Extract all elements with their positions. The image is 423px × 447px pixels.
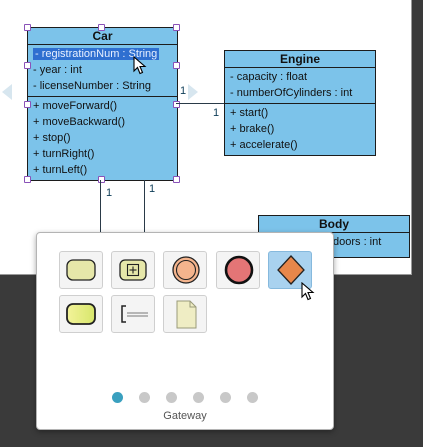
palette-end-event-tile[interactable] (216, 251, 260, 289)
car-attr-row[interactable]: - licenseNumber : String (33, 80, 151, 92)
association-line[interactable] (176, 103, 224, 104)
mouse-cursor-icon (133, 56, 147, 75)
gateway-icon (277, 255, 305, 285)
mouse-cursor-icon (301, 282, 315, 301)
body-attributes: doors : int (259, 233, 409, 252)
palette-intermediate-event-tile[interactable] (163, 251, 207, 289)
resize-handle[interactable] (98, 176, 105, 183)
data-object-icon (176, 300, 197, 329)
association-line[interactable] (144, 180, 145, 234)
intermediate-event-icon (172, 256, 200, 284)
resize-handle[interactable] (173, 101, 180, 108)
association-line[interactable] (100, 180, 101, 234)
car-class[interactable]: Car - registrationNum : String - year : … (27, 27, 178, 181)
palette-page-dot[interactable] (247, 392, 258, 403)
engine-operations: + start() + brake() + accelerate() (225, 104, 375, 155)
palette-data-object-tile[interactable] (163, 295, 207, 333)
palette-subprocess-tile[interactable] (111, 251, 155, 289)
highlighted-task-icon (66, 303, 96, 325)
engine-attributes: - capacity : float - numberOfCylinders :… (225, 68, 375, 104)
body-class-title: Body (259, 216, 409, 233)
multiplicity-label: 1 (213, 107, 220, 119)
car-op-row[interactable]: + stop() (33, 132, 71, 144)
car-op-row[interactable]: + moveBackward() (33, 116, 126, 128)
multiplicity-label: 1 (180, 85, 187, 97)
car-attributes: - registrationNum : String - year : int … (28, 45, 177, 97)
engine-op-row[interactable]: + accelerate() (230, 139, 298, 151)
multiplicity-label: 1 (149, 183, 156, 195)
resize-handle[interactable] (24, 176, 31, 183)
multiplicity-label: 1 (106, 187, 113, 199)
body-attr-row[interactable]: doors : int (333, 236, 382, 248)
palette-annotation-tile[interactable] (111, 295, 155, 333)
resize-handle[interactable] (173, 24, 180, 31)
car-op-row[interactable]: + turnLeft() (33, 164, 88, 176)
car-attr-row[interactable]: - year : int (33, 64, 82, 76)
engine-class-title: Engine (225, 51, 375, 68)
palette-page-dot[interactable] (220, 392, 231, 403)
car-op-row[interactable]: + turnRight() (33, 148, 95, 160)
resize-handle[interactable] (24, 24, 31, 31)
palette-page-dot[interactable] (139, 392, 150, 403)
palette-task-tile[interactable] (59, 251, 103, 289)
engine-attr-row[interactable]: - numberOfCylinders : int (230, 87, 353, 99)
resize-handle[interactable] (173, 62, 180, 69)
palette-page-dot[interactable] (112, 392, 123, 403)
task-icon (66, 259, 96, 281)
move-arrows-icon (2, 84, 198, 100)
car-attr-selected[interactable]: - registrationNum : String (33, 48, 160, 60)
palette-page-dot[interactable] (166, 392, 177, 403)
resize-handle[interactable] (98, 24, 105, 31)
car-class-title: Car (28, 28, 177, 45)
resize-handle[interactable] (24, 62, 31, 69)
annotation-icon (121, 305, 148, 323)
subprocess-icon (119, 259, 147, 281)
palette-data-object-task-tile[interactable] (59, 295, 103, 333)
engine-attr-row[interactable]: - capacity : float (230, 71, 308, 83)
engine-class[interactable]: Engine - capacity : float - numberOfCyli… (224, 50, 376, 156)
shape-palette-popup: Gateway (36, 232, 334, 430)
car-op-row[interactable]: + moveForward() (33, 100, 118, 112)
palette-gateway-tile[interactable] (268, 251, 312, 289)
end-event-icon (224, 255, 254, 285)
engine-op-row[interactable]: + start() (230, 107, 269, 119)
engine-op-row[interactable]: + brake() (230, 123, 275, 135)
palette-page-dot[interactable] (193, 392, 204, 403)
resize-handle[interactable] (24, 101, 31, 108)
resize-handle[interactable] (173, 176, 180, 183)
diagram-canvas[interactable]: Car - registrationNum : String - year : … (0, 0, 412, 275)
car-operations: + moveForward() + moveBackward() + stop(… (28, 97, 177, 180)
car-attr-row[interactable]: - registrationNum : String (28, 46, 177, 62)
palette-caption: Gateway (163, 410, 207, 422)
